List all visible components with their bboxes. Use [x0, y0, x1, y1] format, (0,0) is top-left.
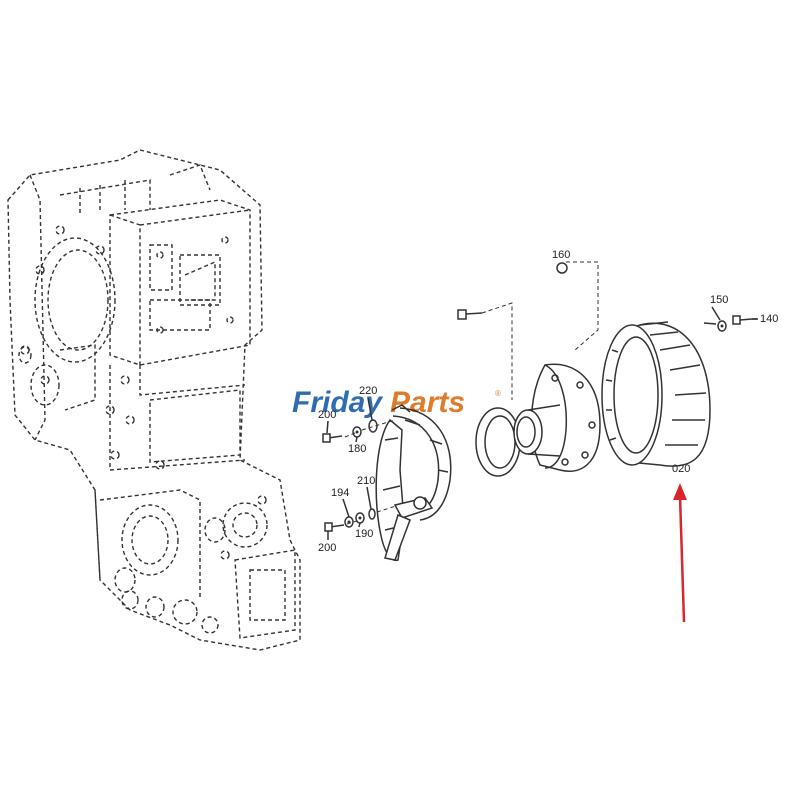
callout-190: 190 [355, 528, 373, 540]
brake-hardware [322, 419, 397, 532]
callout-200-bottom: 200 [318, 542, 336, 554]
seal-ring [475, 407, 521, 477]
highlight-arrow [673, 483, 687, 623]
callout-220: 220 [359, 385, 377, 397]
callout-140: 140 [760, 313, 778, 325]
callout-210: 210 [357, 475, 375, 487]
watermark-registered-mark: ® [495, 389, 501, 398]
callout-194: 194 [331, 487, 349, 499]
callout-020: 020 [672, 463, 690, 475]
ring-gear-drum [601, 321, 711, 467]
hub-flange [513, 363, 601, 472]
bolt-160 [556, 261, 599, 351]
watermark-word-parts: Parts [390, 386, 465, 419]
callout-160: 160 [552, 249, 570, 261]
flange-bolt [457, 302, 513, 400]
hardware-150-140 [717, 315, 757, 332]
callout-150: 150 [710, 294, 728, 306]
brake-shoe-assembly [375, 404, 452, 562]
transmission-housing [7, 149, 301, 651]
callout-labels: 160 150 140 220 200 180 210 194 190 200 … [318, 249, 778, 554]
callout-180: 180 [348, 443, 366, 455]
callout-200-top: 200 [318, 409, 336, 421]
